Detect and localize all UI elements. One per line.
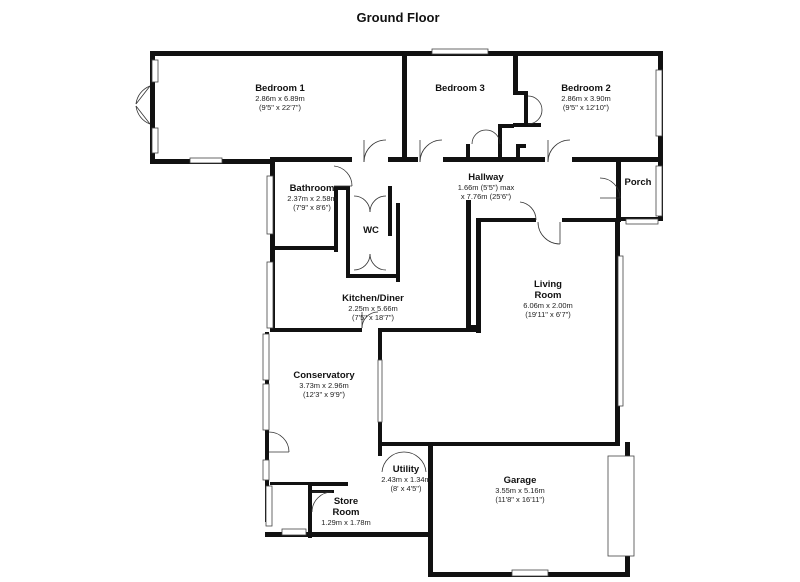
room-dimensions-metric: 2.37m x 2.58m	[287, 194, 337, 203]
room-dimensions-metric: 2.86m x 3.90m	[561, 94, 611, 103]
room-bedroom-3: Bedroom 3	[435, 83, 485, 94]
room-dimensions-imperial: (19'11" x 6'7")	[525, 310, 571, 319]
room-dimensions-imperial: (7'9" x 8'6")	[293, 203, 331, 212]
room-label: Conservatory	[293, 370, 355, 381]
room-bedroom-1: Bedroom 1 2.86m x 6.89m (9'5" x 22'7")	[255, 83, 305, 112]
room-label: Bedroom 1	[255, 83, 305, 94]
room-label: Living	[534, 279, 562, 290]
room-bathroom: Bathroom 2.37m x 2.58m (7'9" x 8'6")	[287, 183, 337, 212]
room-dimensions-metric: 1.29m x 1.78m	[321, 518, 371, 527]
room-dimensions-imperial: (9'5" x 12'10")	[563, 103, 610, 112]
room-dimensions-metric: 6.06m x 2.00m	[523, 301, 573, 310]
windows	[151, 48, 663, 577]
room-label-line-2: Room	[535, 290, 562, 301]
room-kitchen-diner: Kitchen/Diner 2.25m x 5.66m (7'5" x 18'7…	[342, 293, 404, 322]
room-dimensions-imperial: (9'5" x 22'7")	[259, 103, 301, 112]
room-wc: WC	[363, 225, 379, 236]
room-label: Porch	[625, 177, 652, 188]
room-dimensions-metric: 3.55m x 5.16m	[495, 486, 545, 495]
room-label: Store	[334, 496, 358, 507]
room-dimensions-metric: 1.66m (5'5") max	[458, 183, 515, 192]
room-label: Bedroom 2	[561, 83, 611, 94]
room-dimensions-imperial: x 7.76m (25'6")	[461, 192, 512, 201]
plan-title: Ground Floor	[356, 10, 439, 25]
doors	[135, 85, 621, 513]
room-dimensions-imperial: (11'8" x 16'11")	[495, 495, 545, 504]
room-label-line-2: Room	[333, 507, 360, 518]
room-hallway: Hallway 1.66m (5'5") max x 7.76m (25'6")	[458, 172, 515, 201]
room-dimensions-metric: 3.73m x 2.96m	[299, 381, 349, 390]
room-utility: Utility 2.43m x 1.34m (8' x 4'5")	[381, 464, 431, 493]
room-dimensions-imperial: (12'3" x 9'9")	[303, 390, 345, 399]
room-label: Utility	[393, 464, 420, 475]
walls	[150, 51, 663, 577]
room-label: Garage	[504, 475, 537, 486]
room-label: Kitchen/Diner	[342, 293, 404, 304]
room-dimensions-metric: 2.25m x 5.66m	[348, 304, 398, 313]
room-garage: Garage 3.55m x 5.16m (11'8" x 16'11")	[495, 475, 545, 504]
room-living-room: Living Room 6.06m x 2.00m (19'11" x 6'7"…	[523, 279, 573, 319]
room-dimensions-imperial: (8' x 4'5")	[391, 484, 422, 493]
room-porch: Porch	[625, 177, 652, 188]
room-dimensions-metric: 2.43m x 1.34m	[381, 475, 431, 484]
room-label: Bathroom	[290, 183, 335, 194]
room-dimensions-metric: 2.86m x 6.89m	[255, 94, 305, 103]
room-store-room: Store Room 1.29m x 1.78m	[321, 496, 371, 527]
room-label: Hallway	[468, 172, 504, 183]
room-bedroom-2: Bedroom 2 2.86m x 3.90m (9'5" x 12'10")	[561, 83, 611, 112]
room-conservatory: Conservatory 3.73m x 2.96m (12'3" x 9'9"…	[293, 370, 355, 399]
room-label: WC	[363, 225, 379, 236]
room-dimensions-imperial: (7'5" x 18'7")	[352, 313, 394, 322]
room-label: Bedroom 3	[435, 83, 485, 94]
